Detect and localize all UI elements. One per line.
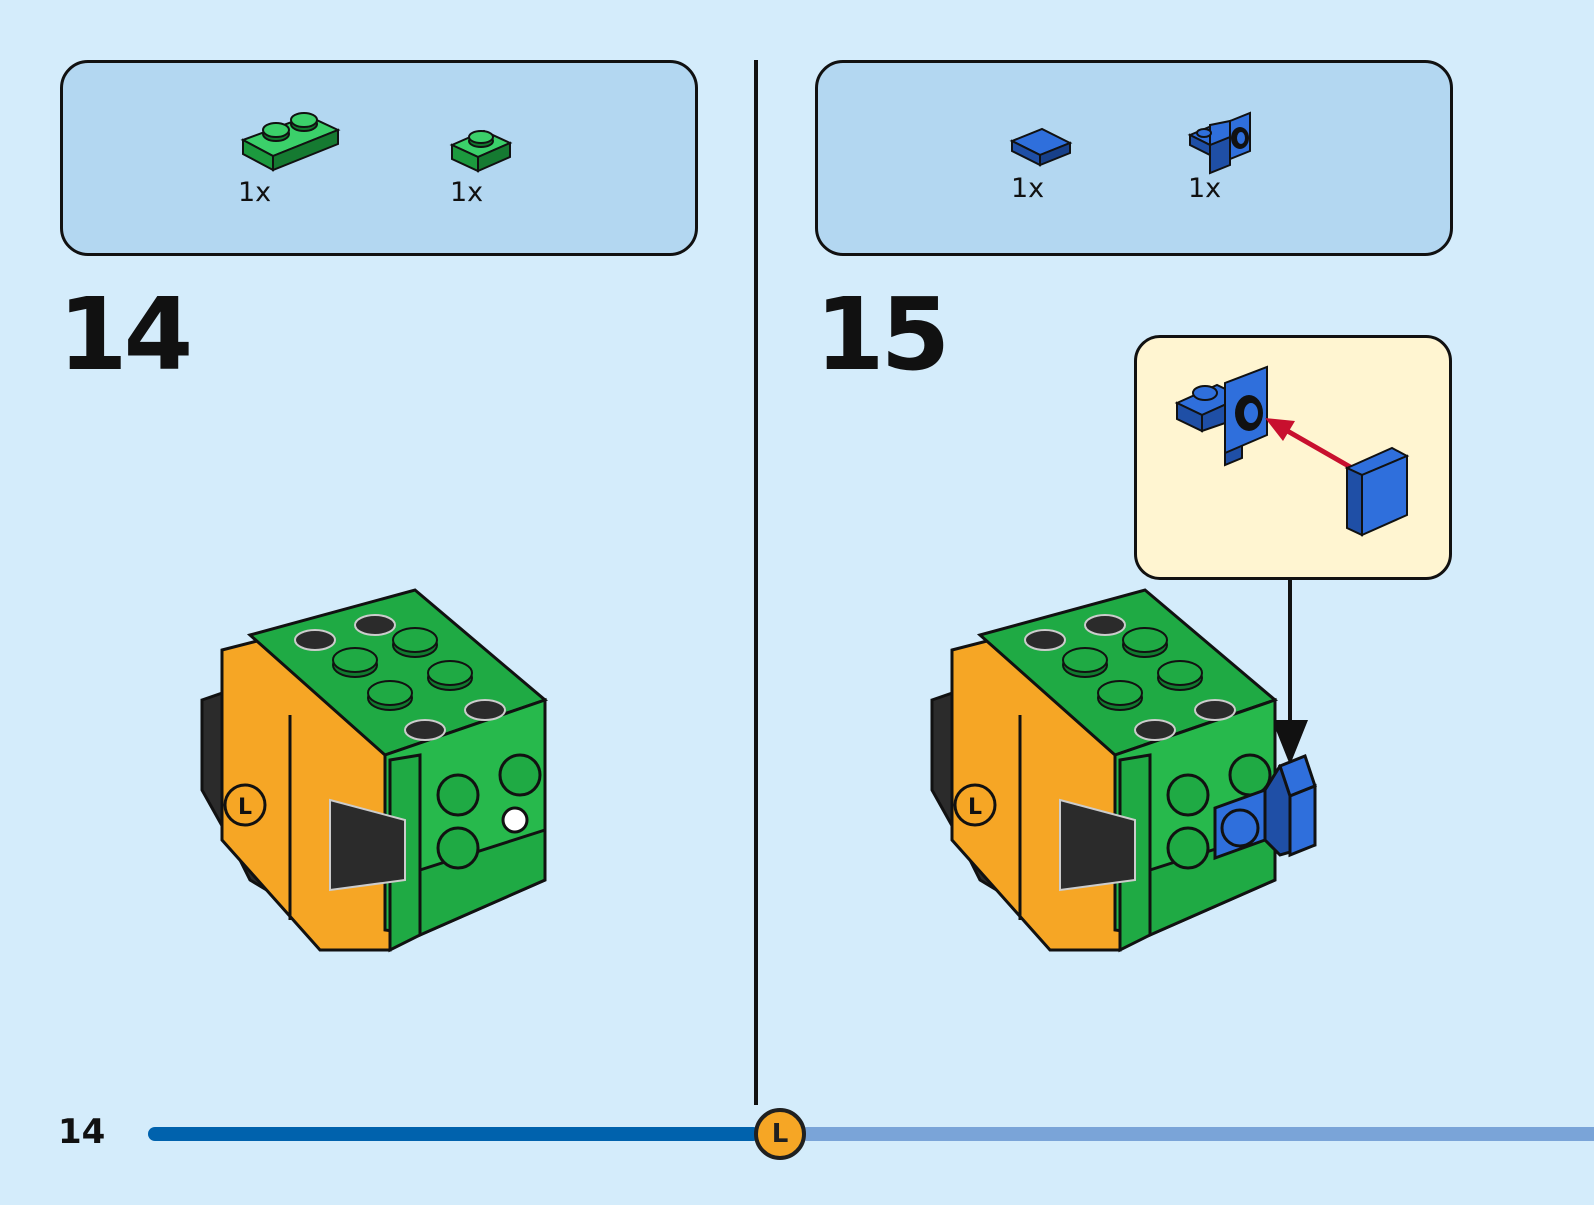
progress-bar-completed <box>148 1127 760 1141</box>
step-15-model-illustration: L <box>920 590 1350 970</box>
part-qty-blue-bracket: 1x <box>1188 173 1221 204</box>
step-number-15: 15 <box>815 285 946 385</box>
green-plate-1x2-icon <box>238 108 348 178</box>
sub-assembly-illustration <box>1167 363 1427 553</box>
svg-text:L: L <box>238 795 252 820</box>
parts-list-box-step-14: 1x 1x <box>60 60 698 256</box>
page-divider <box>754 60 758 1105</box>
part-qty-blue-tile: 1x <box>1011 173 1044 204</box>
svg-text:L: L <box>968 795 982 820</box>
part-qty-green-plate-1x1: 1x <box>450 177 483 208</box>
step-number-14: 14 <box>58 285 189 385</box>
brand-logo-coin-icon: L <box>754 1108 806 1160</box>
progress-bar-remaining <box>800 1127 1594 1141</box>
blue-bracket-icon <box>1186 113 1266 173</box>
part-qty-green-plate-1x2: 1x <box>238 177 271 208</box>
parts-list-box-step-15: 1x 1x <box>815 60 1453 256</box>
step-14-model-illustration: L <box>190 590 570 970</box>
blue-tile-1x1-icon <box>1008 123 1078 173</box>
page-number: 14 <box>58 1112 105 1152</box>
green-plate-1x1-icon <box>448 123 518 178</box>
logo-letter: L <box>758 1112 802 1156</box>
sub-assembly-callout <box>1134 335 1452 580</box>
